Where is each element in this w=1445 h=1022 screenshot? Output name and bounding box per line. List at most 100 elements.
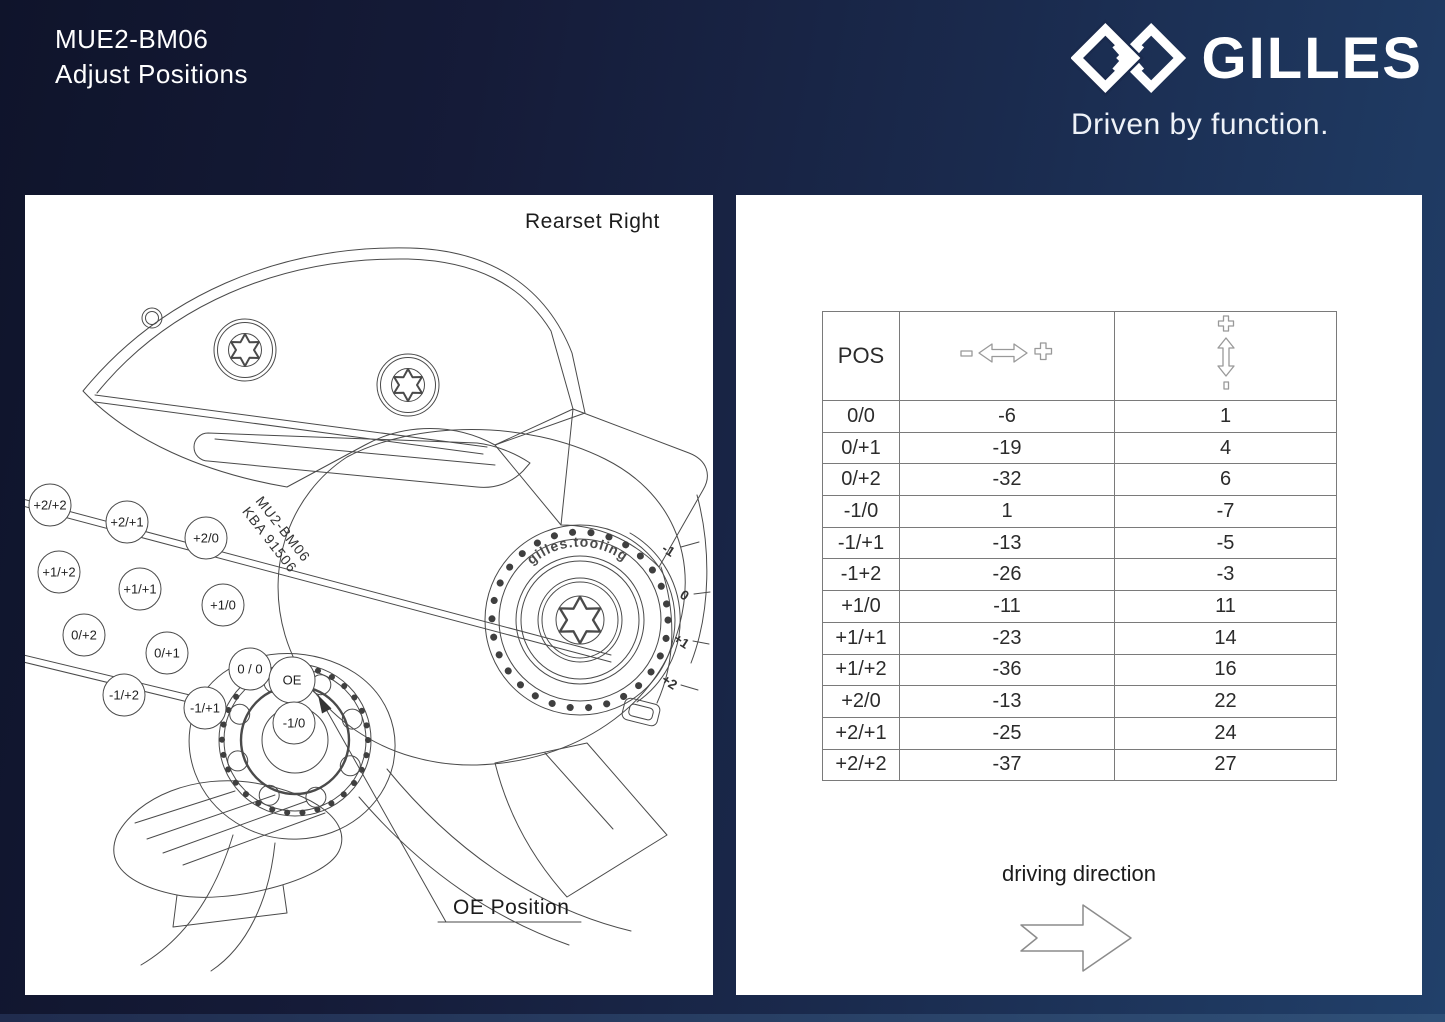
table-row: -1/+1-13-5: [822, 526, 1337, 560]
position-bubble-oe: OE: [283, 673, 302, 688]
cell-vertical: 4: [1114, 431, 1337, 465]
page-title: MUE2-BM06 Adjust Positions: [55, 22, 248, 92]
header-cell-vertical: [1114, 311, 1337, 401]
position-bubble: +1/0: [210, 598, 236, 613]
position-bubble: 0 / 0: [237, 662, 262, 677]
cell-horizontal: -19: [899, 431, 1115, 465]
cell-horizontal: -13: [899, 526, 1115, 560]
position-bubble: -1/0: [283, 716, 305, 731]
cell-pos: -1+2: [822, 558, 900, 592]
dial-brand-text: gilles.tooling: [524, 534, 632, 568]
cell-pos: 0/0: [822, 400, 900, 433]
position-bubble: +1/+1: [123, 582, 156, 597]
cell-pos: -1/+1: [822, 526, 900, 560]
cell-vertical: 24: [1114, 716, 1337, 750]
drawing-heading: Rearset Right: [525, 210, 660, 233]
driving-direction-block: driving direction: [736, 861, 1422, 979]
rearset-drawing: gilles.tooling -1 0 +1 +2 MU2-BM06KBA 91…: [14, 210, 711, 972]
plus-icon: [1217, 315, 1234, 332]
minus-icon: [960, 350, 973, 357]
cell-vertical: 11: [1114, 590, 1337, 623]
cell-pos: +2/+2: [822, 748, 900, 782]
brand-name: GILLES: [1201, 25, 1423, 91]
cell-horizontal: -11: [899, 590, 1115, 623]
cell-vertical: 1: [1114, 400, 1337, 433]
cell-horizontal: -36: [899, 653, 1115, 687]
dial-scale-plus2: +2: [659, 672, 680, 693]
cell-horizontal: -25: [899, 716, 1115, 750]
cell-vertical: -3: [1114, 558, 1337, 592]
cell-horizontal: -23: [899, 621, 1115, 655]
title-line2: Adjust Positions: [55, 59, 248, 90]
table-panel: POS: [736, 195, 1422, 995]
vertical-double-arrow-icon: [1216, 337, 1235, 377]
cell-horizontal: -37: [899, 748, 1115, 782]
header-cell-pos: POS: [822, 311, 900, 401]
header-cell-horizontal: [899, 311, 1115, 401]
gilles-logo-icon: [1071, 19, 1186, 97]
position-bubble: 0/+2: [71, 628, 97, 643]
position-bubble: -1/+1: [190, 701, 220, 716]
driving-direction-label: driving direction: [1001, 861, 1157, 886]
outline-right-arrow-icon: [1020, 904, 1132, 972]
position-bubble: 0/+1: [154, 646, 180, 661]
cell-horizontal: -26: [899, 558, 1115, 592]
driving-direction-arrow-wrap: [736, 903, 1422, 979]
cell-pos: +1/0: [822, 590, 900, 623]
position-bubble: +2/+2: [33, 498, 66, 513]
cell-vertical: 6: [1114, 463, 1337, 497]
position-bubble: +1/+2: [42, 565, 75, 580]
minus-icon: [1222, 381, 1229, 390]
cell-pos: +2/0: [822, 685, 900, 718]
position-bubble: +2/+1: [110, 515, 143, 530]
cell-pos: 0/+2: [822, 463, 900, 497]
horizontal-adjust-icons: [960, 342, 1053, 363]
title-line1: MUE2-BM06: [55, 24, 209, 54]
drawing-panel: gilles.tooling -1 0 +1 +2 MU2-BM06KBA 91…: [14, 195, 713, 995]
cell-vertical: -5: [1114, 526, 1337, 560]
cell-vertical: 22: [1114, 685, 1337, 718]
horizontal-double-arrow-icon: [978, 343, 1028, 363]
cell-horizontal: 1: [899, 495, 1115, 528]
cell-vertical: 27: [1114, 748, 1337, 782]
bottom-accent-strip: [0, 1014, 1445, 1022]
cell-horizontal: -13: [899, 685, 1115, 718]
adjust-positions-table: POS: [822, 311, 1337, 782]
oe-position-label: OE Position: [453, 896, 569, 919]
brand-tagline: Driven by function.: [1071, 108, 1329, 141]
cell-pos: +1/+1: [822, 621, 900, 655]
table-row: -1+2-26-3: [822, 558, 1337, 592]
cell-horizontal: -32: [899, 463, 1115, 497]
position-bubbles: +2/+2 +2/+1 +2/0 +1/+2 +1/+1 +1/0 0/+2 0…: [28, 483, 316, 745]
cell-pos: +2/+1: [822, 716, 900, 750]
cell-vertical: -7: [1114, 495, 1337, 528]
brand-top: GILLES: [1071, 16, 1423, 100]
part-marking: MU2-BM06KBA 91506: [239, 493, 314, 576]
dial-scale-plus1: +1: [671, 631, 692, 652]
vertical-adjust-icons: [1216, 315, 1235, 390]
cell-pos: +1/+2: [822, 653, 900, 687]
oe-arrowhead-icon: [318, 695, 332, 714]
cell-pos: -1/0: [822, 495, 900, 528]
table-header-row: POS: [822, 311, 1337, 401]
cell-horizontal: -6: [899, 400, 1115, 433]
dial-scale-minus1: -1: [659, 541, 678, 560]
plus-icon: [1034, 342, 1053, 361]
cell-vertical: 14: [1114, 621, 1337, 655]
cell-vertical: 16: [1114, 653, 1337, 687]
dial-scale-0: 0: [677, 587, 691, 604]
position-bubble: +2/0: [193, 531, 219, 546]
brand-block: GILLES Driven by function.: [1071, 16, 1423, 142]
position-bubble: -1/+2: [109, 688, 139, 703]
cell-pos: 0/+1: [822, 431, 900, 465]
